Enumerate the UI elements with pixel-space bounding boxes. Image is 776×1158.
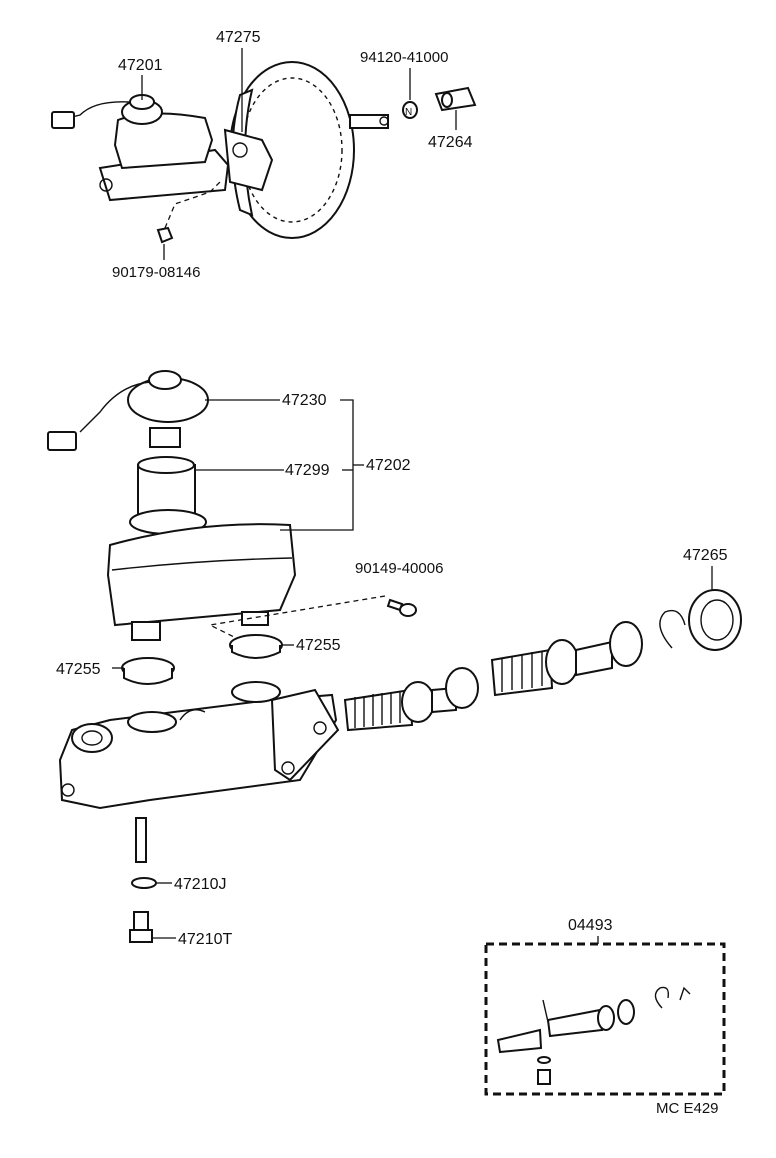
clevis-icon (434, 86, 477, 112)
part-number-04493: 04493 (568, 917, 613, 934)
part-number-47210J: 47210J (174, 876, 227, 893)
reservoir-body-icon (106, 456, 297, 641)
reaction-disc-icon: N (402, 101, 418, 119)
master-cylinder-top-icon (51, 94, 230, 202)
pin-icon (135, 817, 147, 863)
reservoir-cap-icon (47, 370, 209, 451)
part-number-47230: 47230 (282, 392, 327, 409)
boot-icon (688, 589, 742, 651)
grommet-icon-left (121, 657, 175, 685)
primary-piston-icon (490, 621, 643, 697)
bracket-47202 (280, 399, 364, 531)
secondary-piston-icon (343, 667, 479, 732)
screw-icon (386, 598, 417, 617)
part-number-47202: 47202 (366, 457, 411, 474)
seal-icon (131, 877, 157, 889)
part-number-47255-left: 47255 (56, 661, 101, 678)
marker-n: N (405, 107, 412, 118)
part-number-47264: 47264 (428, 134, 473, 151)
part-number-47265: 47265 (683, 547, 728, 564)
figure-code: MC E429 (656, 1100, 719, 1117)
master-cylinder-icon (58, 681, 340, 810)
part-number-47275: 47275 (216, 29, 261, 46)
nut-icon (156, 226, 174, 244)
repair-kit-box (484, 942, 726, 1096)
part-number-47299: 47299 (285, 462, 330, 479)
grommet-icon (229, 634, 283, 659)
part-number-90149-40006: 90149-40006 (355, 560, 443, 577)
snap-ring-icon (659, 609, 686, 649)
bleeder-plug-icon (129, 911, 153, 943)
repair-kit-icon (496, 986, 691, 1085)
brake-booster-icon (223, 61, 389, 239)
part-number-47201: 47201 (118, 57, 163, 74)
part-number-90179-08146: 90179-08146 (112, 264, 200, 281)
part-number-94120-41000: 94120-41000 (360, 49, 448, 66)
part-number-47255-right: 47255 (296, 637, 341, 654)
part-number-47210T: 47210T (178, 931, 232, 948)
